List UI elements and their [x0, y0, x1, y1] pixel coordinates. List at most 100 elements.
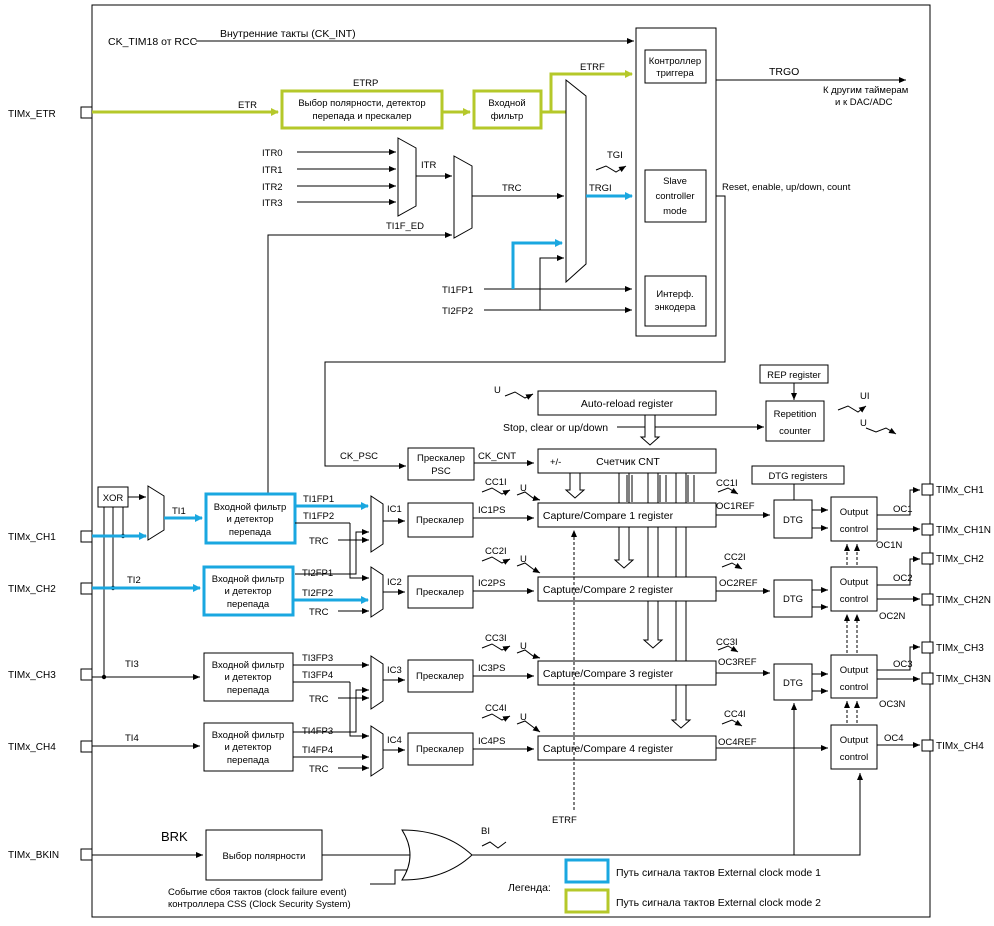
- bi-label: BI: [481, 826, 490, 837]
- ic3-label: IC3: [387, 665, 402, 676]
- pin-out-ch2-label: TIMx_CH2: [936, 554, 984, 565]
- u-cc2-label: U: [520, 554, 527, 565]
- ti1fp1-label: TI1FP1: [303, 494, 334, 505]
- repetition-l1: Repetition: [774, 409, 817, 420]
- trc4-label: TRC: [309, 764, 329, 775]
- css-l1: Событие сбоя тактов (clock failure event…: [168, 887, 347, 898]
- pin-ch1-label: TIMx_CH1: [8, 532, 56, 543]
- u-cc3-label: U: [520, 641, 527, 652]
- auto-reload-label: Auto-reload register: [581, 398, 674, 410]
- input-filter-box: [472, 89, 543, 130]
- ti2fp1-label: TI2FP1: [302, 568, 333, 579]
- ti3fp4-label: TI3FP4: [302, 670, 333, 681]
- ic1-label: IC1: [387, 504, 402, 515]
- output2-l2: control: [840, 594, 869, 605]
- prescaler-ch4-label: Прескалер: [416, 744, 464, 755]
- trigger-mux: [565, 78, 587, 284]
- filter2-l3: перепада: [227, 599, 270, 610]
- cc4i-label: CC4I: [485, 703, 507, 714]
- oc1-label: OC1: [893, 504, 913, 515]
- filter4-l1: Входной фильтр: [212, 730, 284, 741]
- filter4-l2: и детектор: [224, 742, 271, 753]
- to-other-l1: К другим таймерам: [823, 85, 908, 96]
- legend-mode1-label: Путь сигнала тактов External clock mode …: [616, 867, 821, 879]
- pin-bkin: TIMx_BKIN: [8, 848, 93, 861]
- u-rep-label: U: [860, 418, 867, 429]
- ti1f-ed-label: TI1F_ED: [386, 221, 424, 232]
- trc-mux: [453, 155, 473, 239]
- prescaler-ch3: [407, 659, 474, 693]
- dtg-registers-label: DTG registers: [768, 471, 827, 482]
- oc3n-label: OC3N: [879, 699, 906, 710]
- trigger-controller-box: [644, 49, 707, 84]
- dtg1-label: DTG: [783, 515, 803, 526]
- pin-out-ch1n-label: TIMx_CH1N: [936, 525, 991, 536]
- prescaler-ch2-label: Прескалер: [416, 587, 464, 598]
- ic2-mux: [370, 566, 384, 618]
- pin-ch3: TIMx_CH3: [8, 668, 93, 681]
- repetition-l2: counter: [779, 426, 811, 437]
- cc4i-out-label: CC4I: [724, 709, 746, 720]
- slave-l3: mode: [663, 206, 687, 217]
- ck-source-label: CK_TIM18 от RCC: [108, 36, 198, 48]
- etrp-label: ETRP: [353, 78, 378, 89]
- trc3-label: TRC: [309, 694, 329, 705]
- input-filter-l1: Входной: [488, 98, 525, 109]
- output-control-ch4: [830, 724, 878, 770]
- auto-reload-register: [537, 390, 717, 416]
- trc2-label: TRC: [309, 607, 329, 618]
- prescaler-ch3-label: Прескалер: [416, 671, 464, 682]
- pin-out-ch3n: TIMx_CH3N: [921, 672, 991, 685]
- encoder-interface-box: [644, 275, 707, 327]
- stop-clear-label: Stop, clear or up/down: [503, 422, 608, 434]
- output-control-ch2: [830, 566, 878, 612]
- itr0-label: ITR0: [262, 148, 283, 159]
- reset-enable-label: Reset, enable, up/down, count: [722, 182, 851, 193]
- pin-out-ch3n-label: TIMx_CH3N: [936, 674, 991, 685]
- counter-cnt-label: Счетчик CNT: [596, 456, 660, 468]
- oc2ref-label: OC2REF: [719, 578, 758, 589]
- input-filter-ch1: [204, 492, 297, 545]
- dtg3-label: DTG: [783, 678, 803, 689]
- ti4fp3-label: TI4FP3: [302, 726, 333, 737]
- counter-cnt: [537, 448, 717, 474]
- input-filter-ch4: [203, 722, 294, 772]
- plus-minus-label: +/-: [550, 457, 561, 468]
- pin-etr-label: TIMx_ETR: [8, 109, 56, 120]
- legend-title: Легенда:: [508, 882, 551, 894]
- output3-l2: control: [840, 682, 869, 693]
- cc2-register-label: Capture/Compare 2 register: [543, 584, 674, 596]
- etr-label: ETR: [238, 100, 257, 111]
- ic4ps-label: IC4PS: [478, 736, 505, 747]
- pin-out-ch3-label: TIMx_CH3: [936, 643, 984, 654]
- output1-l2: control: [840, 524, 869, 535]
- ck-int-label: Внутренние такты (CK_INT): [220, 28, 356, 40]
- ck-cnt-label: CK_CNT: [478, 451, 516, 462]
- itr-label: ITR: [421, 160, 436, 171]
- itr2-label: ITR2: [262, 182, 283, 193]
- u-cc4-label: U: [520, 712, 527, 723]
- pin-out-ch4-label: TIMx_CH4: [936, 741, 984, 752]
- output1-l1: Output: [840, 507, 869, 518]
- ti2fp2-top-label: TI2FP2: [442, 306, 473, 317]
- dtg-ch2: [773, 579, 813, 618]
- encoder-l1: Интерф.: [656, 289, 693, 300]
- filter1-l3: перепада: [229, 527, 272, 538]
- pin-out-ch1n: TIMx_CH1N: [921, 523, 991, 536]
- repetition-counter: [765, 400, 825, 442]
- cc1i-label: CC1I: [485, 477, 507, 488]
- ti2-label: TI2: [127, 575, 141, 586]
- oc1n-label: OC1N: [876, 540, 903, 551]
- cc1i-out-label: CC1I: [716, 478, 738, 489]
- filter2-l2: и детектор: [224, 586, 271, 597]
- output4-l2: control: [840, 752, 869, 763]
- cc4-register: [537, 735, 717, 761]
- rep-register-label: REP register: [767, 370, 821, 381]
- oc3ref-label: OC3REF: [718, 657, 757, 668]
- encoder-l2: энкодера: [655, 302, 697, 313]
- prescaler-psc-l1: Прескалер: [417, 453, 465, 464]
- itr1-label: ITR1: [262, 165, 283, 176]
- ic3ps-label: IC3PS: [478, 663, 505, 674]
- prescaler-ch2: [407, 575, 474, 609]
- output3-l1: Output: [840, 665, 869, 676]
